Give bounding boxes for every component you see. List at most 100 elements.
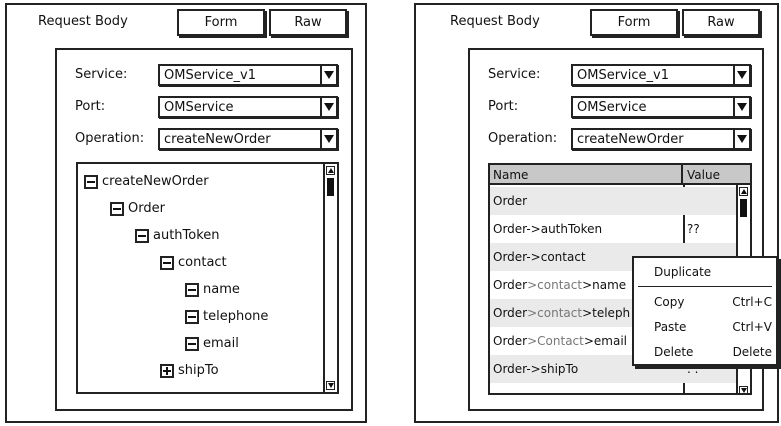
chevron-down-icon[interactable] (320, 130, 336, 148)
chevron-down-icon[interactable] (733, 66, 749, 84)
right-port-label: Port: (488, 99, 519, 114)
left-tree-view[interactable]: createNewOrder Order authToken contact n… (76, 162, 339, 394)
right-service-value: OMService_v1 (577, 67, 669, 83)
menu-item-label: Delete (654, 345, 694, 359)
menu-item-label: Duplicate (654, 265, 712, 279)
menu-item-shortcut: Ctrl+C (732, 295, 772, 309)
menu-separator (638, 286, 772, 287)
scroll-thumb[interactable] (740, 199, 747, 217)
row-name-suffix: >name (582, 278, 627, 292)
scroll-up-icon[interactable] (739, 187, 748, 196)
menu-item-copy[interactable]: Copy Ctrl+C (634, 291, 776, 313)
menu-item-duplicate[interactable]: Duplicate (634, 261, 776, 283)
right-form-button[interactable]: Form (590, 9, 678, 36)
collapse-icon[interactable] (185, 336, 199, 351)
right-request-body-panel: Request Body Form Raw Service: OMService… (414, 3, 779, 423)
row-name-mid: >Contact (527, 334, 584, 348)
left-service-select[interactable]: OMService_v1 (158, 64, 338, 86)
menu-item-label: Paste (654, 320, 687, 334)
expand-icon[interactable] (160, 363, 174, 378)
row-value: ?? (687, 222, 700, 236)
left-operation-label: Operation: (75, 131, 145, 146)
left-port-select[interactable]: OMService (158, 96, 338, 118)
left-port-label: Port: (75, 99, 106, 114)
row-name-mid: >contact (527, 278, 583, 292)
tree-node-authtoken[interactable]: authToken (135, 228, 220, 243)
chevron-down-icon[interactable] (733, 98, 749, 116)
table-row[interactable]: Order>Contact>email (490, 327, 738, 355)
chevron-down-icon[interactable] (320, 66, 336, 84)
right-operation-label: Operation: (488, 131, 558, 146)
right-service-label: Service: (488, 67, 541, 82)
left-operation-select[interactable]: createNewOrder (158, 128, 338, 150)
menu-item-delete[interactable]: Delete Delete (634, 341, 776, 363)
collapse-icon[interactable] (135, 228, 149, 243)
collapse-icon[interactable] (84, 174, 98, 189)
left-form-area: Service: OMService_v1 Port: OMService Op… (55, 48, 353, 411)
tree-node-label: contact (178, 255, 227, 270)
left-request-body-panel: Request Body Form Raw Service: OMService… (5, 3, 367, 423)
column-header-name[interactable]: Name (490, 165, 683, 185)
row-name: Order->authToken (493, 222, 602, 236)
right-operation-select[interactable]: createNewOrder (571, 128, 751, 150)
chevron-down-icon[interactable] (733, 130, 749, 148)
right-operation-value: createNewOrder (577, 131, 684, 147)
table-header: Name Value (490, 165, 750, 185)
left-form-button[interactable]: Form (177, 9, 265, 36)
collapse-icon[interactable] (185, 309, 199, 324)
row-name: Order (493, 194, 527, 208)
chevron-down-icon[interactable] (320, 98, 336, 116)
collapse-icon[interactable] (110, 201, 124, 216)
row-name-prefix: Order (493, 306, 528, 320)
row-name: Order>contact>name (493, 278, 626, 292)
menu-item-shortcut: Ctrl+V (732, 320, 772, 334)
row-name-prefix: Order->contact (493, 250, 586, 264)
tree-node-label: telephone (203, 309, 269, 324)
row-name: Order>contact>teleph (493, 306, 630, 320)
tree-node-label: authToken (153, 228, 220, 243)
row-name-prefix: Order (493, 278, 528, 292)
table-row[interactable]: Order>contact>name (490, 271, 738, 299)
left-raw-button[interactable]: Raw (269, 9, 347, 36)
left-tree-scrollbar[interactable] (323, 164, 337, 392)
tree-node-createneworder[interactable]: createNewOrder (84, 174, 209, 189)
row-name-prefix: Order->shipTo (493, 362, 579, 376)
tree-node-label: createNewOrder (102, 174, 209, 189)
scroll-down-icon[interactable] (739, 386, 748, 393)
right-table-view[interactable]: Name Value Order Order->authToken ?? Ord… (488, 163, 752, 395)
row-name-suffix: >teleph (582, 306, 631, 320)
menu-item-label: Copy (654, 295, 685, 309)
row-name-prefix: Order (493, 334, 528, 348)
scroll-up-icon[interactable] (326, 166, 335, 175)
tree-node-email[interactable]: email (185, 336, 239, 351)
row-name-suffix: >email (583, 334, 628, 348)
tree-node-telephone[interactable]: telephone (185, 309, 268, 324)
collapse-icon[interactable] (160, 255, 174, 270)
row-name-mid: >contact (527, 306, 583, 320)
row-name: Order->shipTo (493, 362, 578, 376)
tree-node-contact[interactable]: contact (160, 255, 227, 270)
row-value: . . (687, 362, 699, 376)
left-operation-value: createNewOrder (164, 131, 271, 147)
right-raw-button[interactable]: Raw (682, 9, 760, 36)
column-header-value[interactable]: Value (687, 168, 720, 182)
right-port-select[interactable]: OMService (571, 96, 751, 118)
row-name-prefix: Order->authToken (493, 222, 603, 236)
left-port-value: OMService (164, 99, 234, 115)
tree-node-shipto[interactable]: shipTo (160, 363, 219, 378)
tree-node-order[interactable]: Order (110, 201, 165, 216)
left-service-label: Service: (75, 67, 128, 82)
row-name-prefix: Order (493, 194, 528, 208)
table-row[interactable]: Order (490, 187, 738, 215)
row-name: Order->contact (493, 250, 586, 264)
right-service-select[interactable]: OMService_v1 (571, 64, 751, 86)
tree-node-label: email (203, 336, 239, 351)
tree-node-name[interactable]: name (185, 282, 240, 297)
scroll-down-icon[interactable] (326, 381, 335, 390)
scroll-thumb[interactable] (327, 178, 334, 196)
right-form-area: Service: OMService_v1 Port: OMService Op… (468, 48, 764, 411)
table-row[interactable]: Order->authToken ?? (490, 215, 738, 243)
menu-item-paste[interactable]: Paste Ctrl+V (634, 316, 776, 338)
context-menu: Duplicate Copy Ctrl+C Paste Ctrl+V Delet… (632, 256, 778, 366)
collapse-icon[interactable] (185, 282, 199, 297)
